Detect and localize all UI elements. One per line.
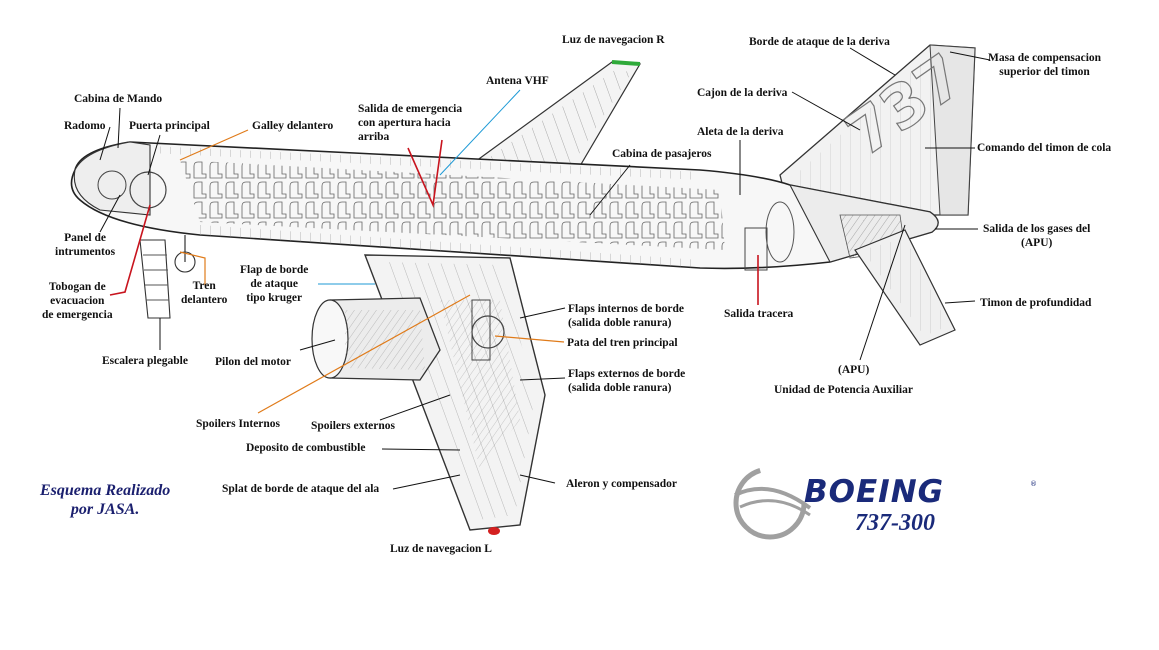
label-antena-vhf: Antena VHF <box>486 75 549 87</box>
vertical-fin: 737 <box>779 40 977 216</box>
label-flaps-externos: Flaps externos de borde (salida doble ra… <box>568 368 686 394</box>
nose-gear <box>174 235 196 273</box>
label-aleta-deriva: Aleta de la deriva <box>697 126 784 138</box>
label-tren-delantero: Tren delantero <box>181 280 228 306</box>
label-pata-tren: Pata del tren principal <box>567 337 678 349</box>
label-cabina-pasajeros: Cabina de pasajeros <box>612 148 712 160</box>
leader-lines <box>99 47 991 490</box>
label-flap-kruger: Flap de borde de ataque tipo kruger <box>240 264 309 304</box>
label-borde-ataque-deriva: Borde de ataque de la deriva <box>749 36 890 48</box>
label-luz-nav-r: Luz de navegacion R <box>562 34 665 46</box>
boeing-wordmark: BOEING <box>804 474 945 510</box>
lower-wing <box>363 254 546 535</box>
label-deposito: Deposito de combustible <box>246 442 366 454</box>
label-salida-tracera: Salida tracera <box>724 308 794 320</box>
airstair <box>139 239 171 319</box>
horizontal-stabiliser <box>854 229 956 346</box>
label-salida-gases: Salida de los gases del (APU) <box>983 223 1091 249</box>
registered-mark: ® <box>1030 480 1037 488</box>
label-comando-timon: Comando del timon de cola <box>977 142 1112 154</box>
label-pilon: Pilon del motor <box>215 356 292 368</box>
label-tobogan: Tobogan de evacuacion de emergencia <box>42 281 113 321</box>
label-unidad-potencia: Unidad de Potencia Auxiliar <box>774 384 913 396</box>
main-landing-gear <box>471 299 505 361</box>
label-timon-profundidad: Timon de profundidad <box>980 297 1092 309</box>
boeing-symbol-icon <box>733 466 812 540</box>
label-radomo: Radomo <box>64 120 106 132</box>
label-puerta-principal: Puerta principal <box>129 120 210 132</box>
model-number: 737-300 <box>855 510 935 536</box>
label-spoilers-internos: Spoilers Internos <box>196 418 281 430</box>
label-apu: (APU) <box>838 364 870 376</box>
label-galley: Galley delantero <box>252 120 334 132</box>
label-splat: Splat de borde de ataque del ala <box>222 483 380 495</box>
label-cabina-mando: Cabina de Mando <box>74 93 163 105</box>
label-luz-nav-l: Luz de navegacion L <box>390 543 492 555</box>
engine <box>311 297 441 381</box>
label-panel-instrumentos: Panel de intrumentos <box>55 232 116 258</box>
label-masa-compensacion: Masa de compensacion superior del timon <box>988 52 1102 78</box>
label-aleron: Aleron y compensador <box>566 478 677 490</box>
label-salida-emergencia: Salida de emergencia con apertura hacia … <box>358 103 463 143</box>
nav-light-right <box>611 60 641 66</box>
author-credit: Esquema Realizado por JASA. <box>40 482 171 518</box>
nav-light-left <box>488 527 500 535</box>
label-escalera: Escalera plegable <box>102 355 188 367</box>
label-flaps-internos: Flaps internos de borde (salida doble ra… <box>568 303 684 329</box>
label-spoilers-externos: Spoilers externos <box>311 420 396 432</box>
label-cajon-deriva: Cajon de la deriva <box>697 87 788 99</box>
